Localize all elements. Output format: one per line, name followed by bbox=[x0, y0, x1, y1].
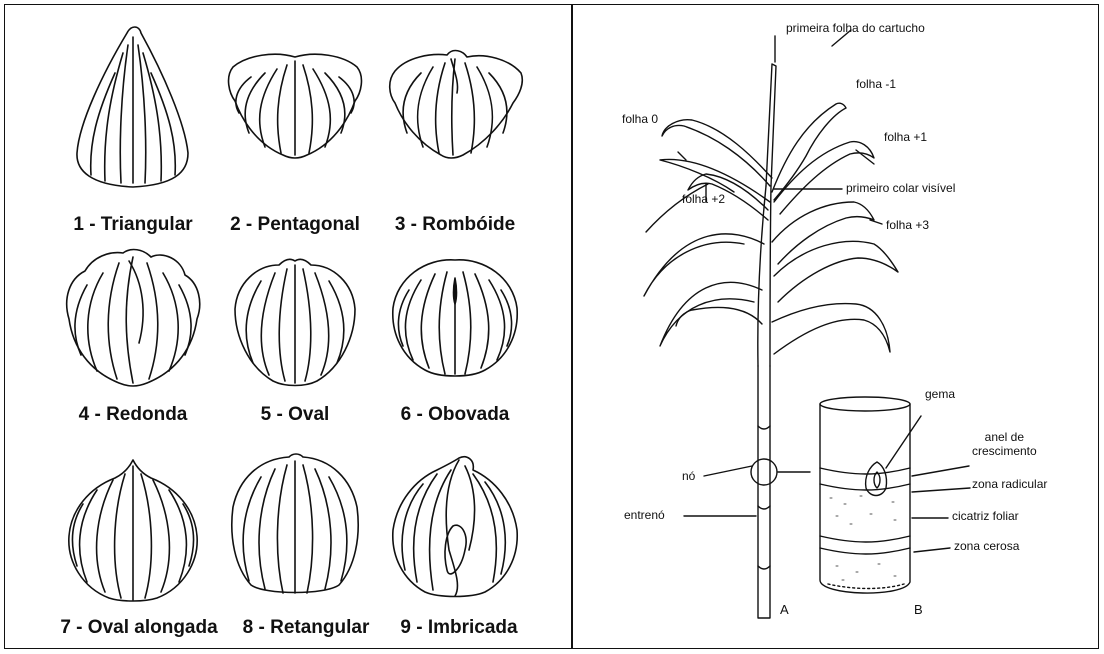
bud-label-4: 4 - Redonda bbox=[79, 404, 188, 426]
bud-romboide bbox=[390, 51, 523, 158]
detail-b-outline bbox=[820, 404, 910, 593]
label-gema: gema bbox=[925, 387, 955, 401]
detail-letter-a: A bbox=[780, 602, 789, 617]
node-circle bbox=[751, 459, 777, 485]
label-entreno: entrenó bbox=[624, 508, 665, 522]
label-primeira-folha: primeira folha do cartucho bbox=[786, 21, 925, 35]
label-primeiro-colar: primeiro colar visível bbox=[846, 181, 955, 195]
bud-imbricada bbox=[393, 457, 517, 597]
label-no: nó bbox=[682, 469, 695, 483]
bud-shapes-panel: 1 - Triangular 2 - Pentagonal 3 - Rombói… bbox=[6, 6, 570, 647]
label-folha-0: folha 0 bbox=[622, 112, 658, 126]
bud-retangular bbox=[232, 454, 358, 593]
bud-triangular bbox=[77, 27, 188, 187]
leaf-p3 bbox=[772, 202, 874, 264]
bud-label-8: 8 - Retangular bbox=[243, 617, 370, 639]
panel-divider bbox=[571, 4, 573, 649]
bud-obovada bbox=[393, 260, 517, 376]
bud-drawings bbox=[6, 6, 570, 647]
bud-label-5: 5 - Oval bbox=[261, 404, 330, 426]
label-zona-cerosa: zona cerosa bbox=[954, 539, 1019, 553]
detail-letter-b: B bbox=[914, 602, 923, 617]
label-folha-p2: folha +2 bbox=[682, 192, 725, 206]
bud-label-1: 1 - Triangular bbox=[73, 214, 192, 236]
label-zona-radicular: zona radicular bbox=[972, 477, 1047, 491]
bud-oval-alongada bbox=[69, 460, 197, 601]
bud-label-7: 7 - Oval alongada bbox=[60, 617, 217, 639]
bud-oval bbox=[235, 259, 355, 385]
label-folha-p1: folha +1 bbox=[884, 130, 927, 144]
stalk bbox=[758, 366, 770, 618]
label-folha-p3: folha +3 bbox=[886, 218, 929, 232]
bud-label-9: 9 - Imbricada bbox=[400, 617, 517, 639]
label-anel: anel de crescimento bbox=[972, 430, 1037, 458]
bud-label-6: 6 - Obovada bbox=[401, 404, 510, 426]
label-folha-m1: folha -1 bbox=[856, 77, 896, 91]
bud-label-2: 2 - Pentagonal bbox=[230, 214, 360, 236]
bud-label-3: 3 - Rombóide bbox=[395, 214, 515, 236]
leaf-m1 bbox=[772, 103, 846, 200]
plant-panel: primeira folha do cartucho folha -1 folh… bbox=[574, 6, 1096, 647]
label-cicatriz: cicatriz foliar bbox=[952, 509, 1019, 523]
bud-redonda bbox=[67, 250, 200, 386]
bud-pentagonal bbox=[229, 54, 362, 158]
